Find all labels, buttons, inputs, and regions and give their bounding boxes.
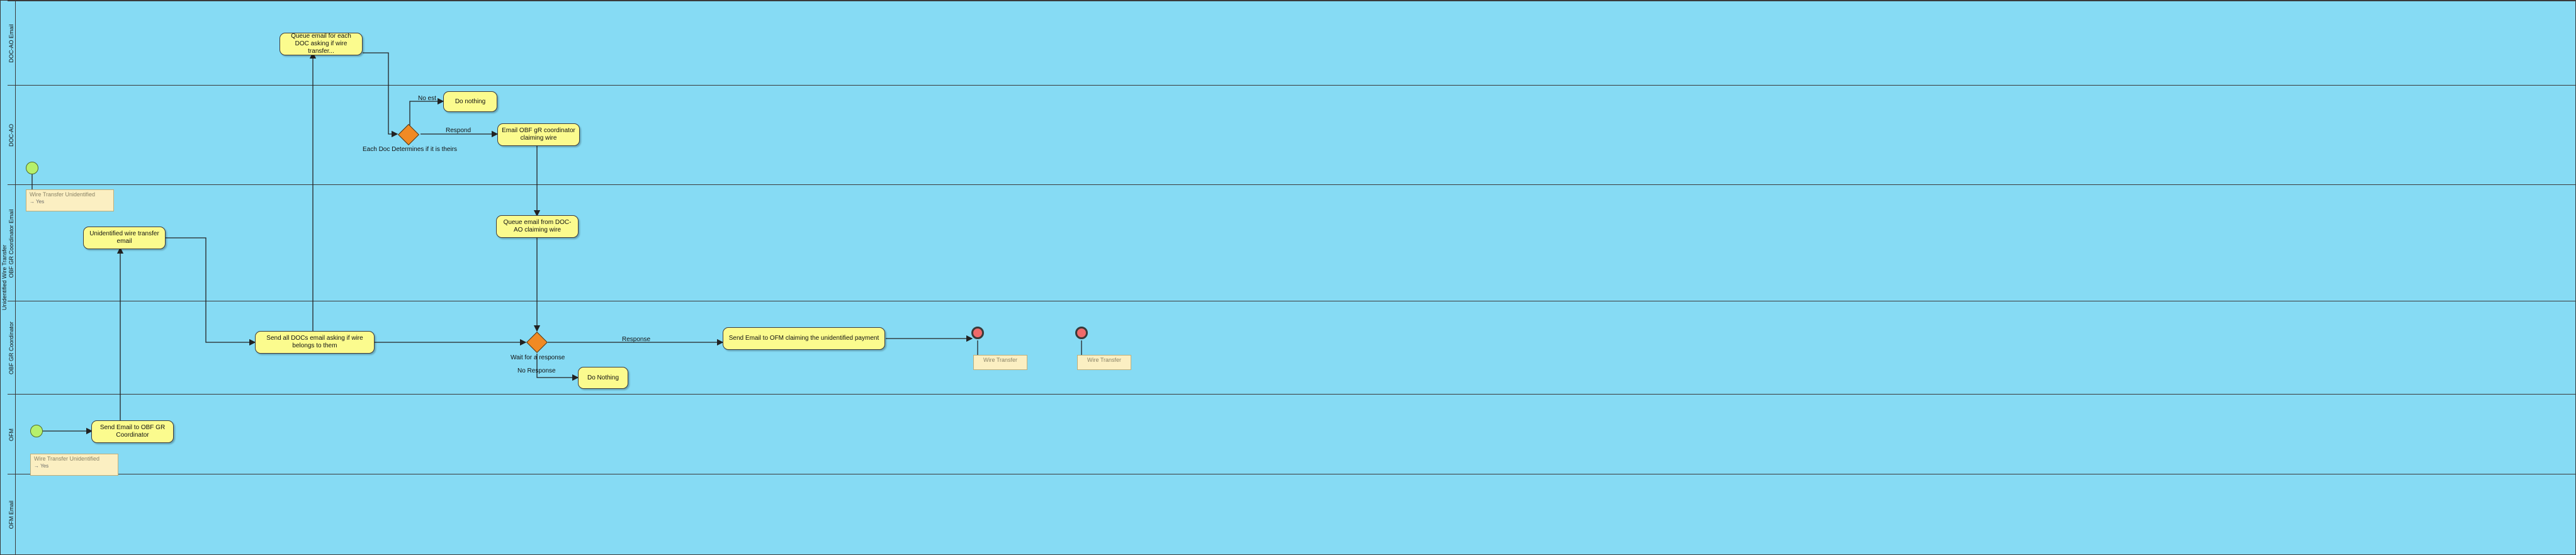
label-each-doc-determines: Each Doc Determines if it is theirs	[363, 146, 458, 153]
lane-label: DOC-AO	[8, 124, 14, 147]
lane-header: OFM Email	[8, 474, 16, 554]
lane-header: OFM	[8, 395, 16, 474]
start-event-ofm[interactable]	[30, 425, 43, 437]
task-queue-email-each-doc[interactable]: Queue email for each DOC asking if wire …	[280, 33, 363, 55]
note-wire-transfer-unidentified-ofm: Wire Transfer Unidentified → Yes	[30, 454, 118, 476]
label-no-response: No Response	[517, 367, 556, 374]
lane-doc-ao-email: DOC-AO Email	[8, 1, 2575, 86]
lane-header: OBF GR Coordinator	[8, 301, 16, 395]
task-send-email-to-ofm[interactable]: Send Email to OFM claiming the unidentif…	[723, 327, 885, 350]
lane-doc-ao: DOC-AO	[8, 85, 2575, 185]
note-title: Wire Transfer Unidentified	[34, 456, 100, 462]
label-no-est: No est	[418, 95, 436, 102]
note-wire-transfer-unidentified: Wire Transfer Unidentified → Yes	[26, 189, 114, 211]
lane-ofm: OFM	[8, 394, 2575, 474]
end-event-2[interactable]	[1075, 327, 1088, 339]
task-send-email-obf-gr[interactable]: Send Email to OBF GR Coordinator	[91, 420, 174, 443]
label-respond: Respond	[446, 127, 472, 134]
lane-label: DOC-AO Email	[8, 24, 14, 63]
note-sub: → Yes	[34, 463, 49, 469]
task-queue-email-doc-ao[interactable]: Queue email from DOC-AO claiming wire	[496, 215, 579, 238]
label-wait-for-response: Wait for a response	[511, 354, 565, 361]
note-title: Wire Transfer Unidentified	[30, 191, 96, 198]
task-do-nothing-bottom[interactable]: Do Nothing	[578, 367, 628, 389]
task-email-obf-claiming-wire[interactable]: Email OBF gR coordinator claiming wire	[497, 123, 580, 146]
lane-label: OBF GR Coordinator	[8, 321, 14, 375]
start-event-grc-email[interactable]	[26, 162, 38, 174]
task-unidentified-wire-email[interactable]: Unidentified wire transfer email	[83, 227, 166, 249]
pool-label: Unidentified Wire Transfer	[1, 244, 8, 311]
lane-header: OBF GR Coordinator Email	[8, 185, 16, 301]
lane-label: OBF GR Coordinator Email	[8, 208, 14, 278]
lane-ofm-email: OFM Email	[8, 474, 2575, 554]
end-event-1[interactable]	[971, 327, 984, 339]
lane-label: OFM	[8, 428, 14, 441]
note-wire-transfer-end-1: Wire Transfer	[973, 355, 1027, 370]
note-wire-transfer-end-2: Wire Transfer	[1077, 355, 1131, 370]
lane-header: DOC-AO Email	[8, 1, 16, 86]
lane-obf-gr-coordinator-email: OBF GR Coordinator Email	[8, 184, 2575, 301]
lane-obf-gr-coordinator: OBF GR Coordinator	[8, 301, 2575, 395]
lane-label: OFM Email	[8, 500, 14, 529]
lane-header: DOC-AO	[8, 86, 16, 185]
task-send-all-docs-email[interactable]: Send all DOCs email asking if wire belon…	[255, 331, 375, 354]
task-do-nothing[interactable]: Do nothing	[443, 91, 497, 112]
note-sub: → Yes	[30, 199, 45, 205]
label-response: Response	[622, 336, 651, 343]
